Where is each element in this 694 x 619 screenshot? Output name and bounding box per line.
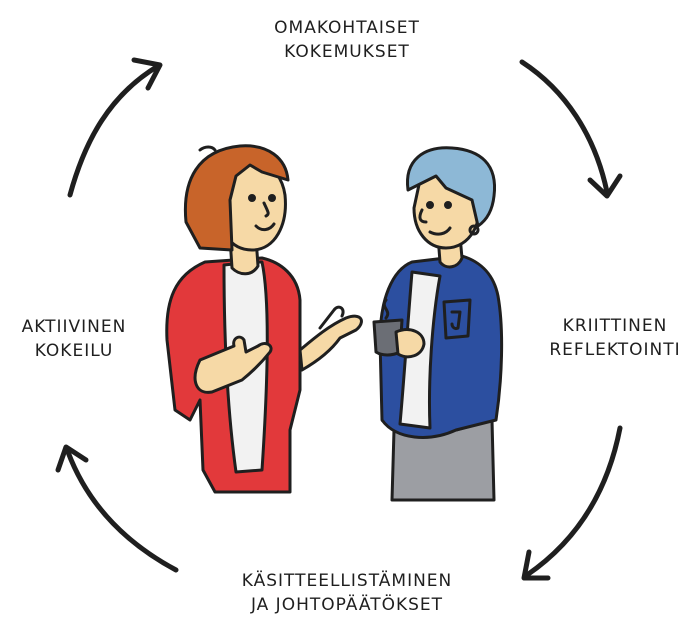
stage-label-bottom-line-1: KÄSITTEELLISTÄMINEN [241, 571, 453, 591]
arrow-left-to-top [67, 57, 163, 198]
arrow-right-to-bottom [521, 425, 623, 581]
stage-label-left-line-2: KOKEILU [34, 341, 114, 361]
stage-label-bottom: KÄSITTEELLISTÄMINEN JA JOHTOPÄÄTÖKSET [197, 569, 497, 617]
stage-label-left-line-1: AKTIIVINEN [21, 317, 127, 337]
stage-label-left: AKTIIVINEN KOKEILU [4, 315, 144, 363]
person-right-illustration [372, 146, 504, 502]
stage-label-right: KRIITTINEN REFLEKTOINTI [540, 314, 690, 362]
stage-label-bottom-line-2: JA JOHTOPÄÄTÖKSET [250, 595, 444, 615]
arrow-bottom-to-left [55, 444, 179, 573]
stage-label-top-line-2: KOKEMUKSET [284, 42, 410, 62]
stage-label-top: OMAKOHTAISET KOKEMUKSET [227, 16, 467, 64]
stage-label-right-line-2: REFLEKTOINTI [549, 340, 681, 360]
stage-label-right-line-1: KRIITTINEN [562, 316, 668, 336]
person-left-illustration [165, 144, 363, 494]
stage-label-top-line-1: OMAKOHTAISET [274, 18, 420, 38]
arrow-top-to-right [519, 59, 623, 199]
